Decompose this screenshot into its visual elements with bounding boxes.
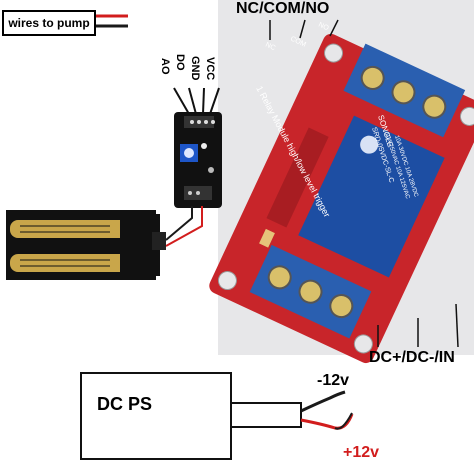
nc-com-no-label: NC/COM/NO	[236, 0, 330, 17]
dc-ps-label: DC PS	[97, 394, 153, 414]
sensor-to-probe-wires	[165, 206, 203, 247]
power-supply-wires	[300, 390, 354, 430]
pump-wires-label: wires to pump	[2, 10, 96, 36]
relay-module: 1 Relay Module high/low level trigger SO…	[209, 21, 474, 364]
negative-12v-label: -12v	[317, 372, 350, 389]
dc-pointers	[377, 303, 459, 348]
pump-wires	[94, 14, 128, 28]
dc-power-supply	[80, 372, 302, 460]
dc-inputs-label: DC+/DC-/IN	[369, 349, 455, 366]
sensor-pin-gnd-label: GND	[189, 56, 201, 81]
terminal-nc-label: NC	[264, 41, 276, 52]
sensor-pin-vcc-label: VCC	[204, 57, 216, 81]
sensor-pin-wires	[173, 87, 220, 115]
sensor-pin-ao-label: AO	[159, 58, 171, 75]
sensor-pin-do-label: DO	[174, 54, 186, 71]
terminal-no-label: NO	[317, 21, 330, 32]
soil-probe	[6, 210, 166, 280]
nc-com-no-pointers	[269, 19, 339, 40]
positive-12v-label: +12v	[343, 444, 380, 461]
sensor-module	[174, 112, 222, 208]
relay-cube	[298, 115, 445, 278]
